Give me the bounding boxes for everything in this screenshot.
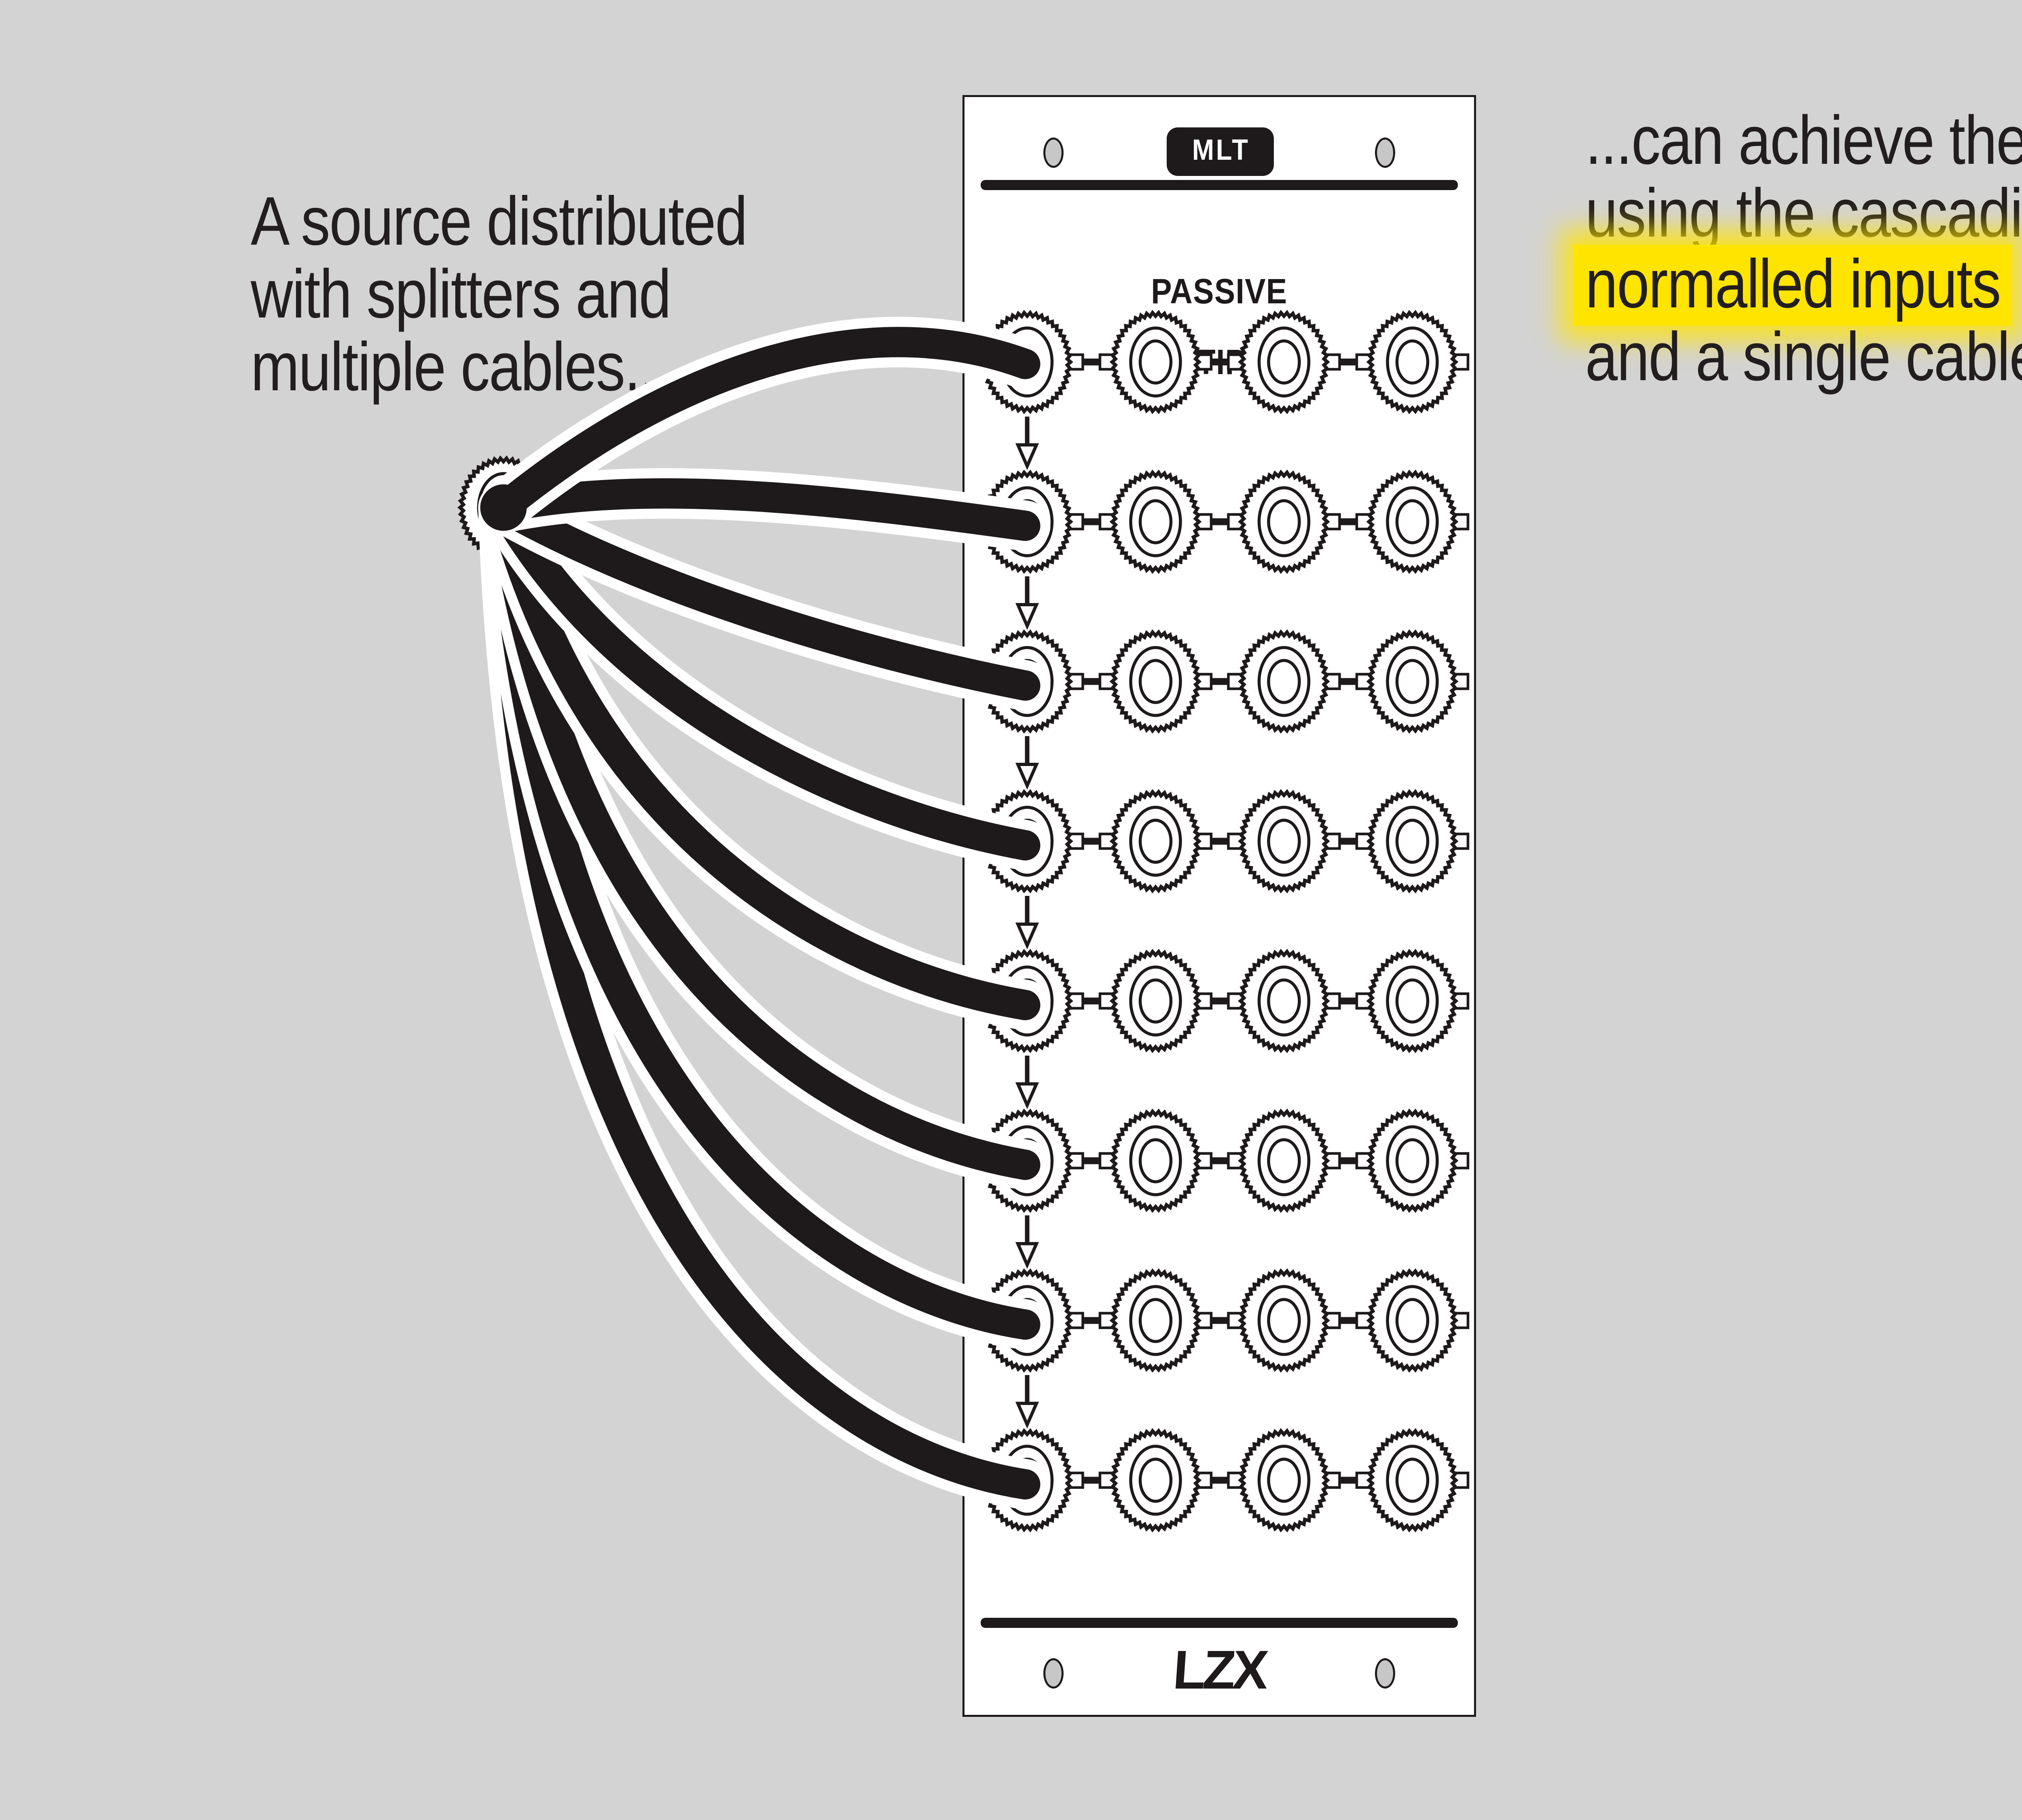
screw-hole — [1375, 1658, 1395, 1689]
jack-socket — [1366, 1268, 1459, 1373]
patch-cable — [478, 482, 1051, 1190]
row-bus-line — [1027, 1317, 1413, 1324]
jack-socket — [981, 1428, 1073, 1532]
highlight-mark: normalled inputs — [1573, 245, 2013, 326]
jack-socket — [1366, 948, 1459, 1054]
jack-socket — [981, 629, 1073, 734]
screw-hole — [1043, 1658, 1064, 1689]
jack-socket — [981, 309, 1073, 415]
caption-left-line3: multiple cables... — [251, 330, 671, 406]
cable-plug-blob — [480, 484, 527, 531]
row-bus-line — [1027, 1157, 1413, 1164]
caption-right-line2: using the cascading — [1585, 175, 2022, 252]
jack-socket — [1109, 1108, 1202, 1213]
jack-socket — [1109, 1428, 1202, 1532]
jack-socket — [981, 1268, 1073, 1373]
jack-socket — [1109, 948, 1202, 1054]
jack-socket — [1366, 1428, 1459, 1532]
source-jack — [457, 455, 550, 560]
jack-socket — [1238, 469, 1330, 574]
screw-hole — [1375, 138, 1395, 168]
jack-socket — [981, 789, 1073, 894]
row-bus-line — [1027, 358, 1413, 366]
normalling-arrow — [1015, 576, 1039, 630]
jack-socket — [1109, 1268, 1202, 1373]
row-bus-line — [1027, 838, 1413, 845]
normalling-arrow — [1015, 895, 1039, 950]
row-bus-line — [1027, 997, 1413, 1005]
brand-logo: LZX — [1171, 1640, 1268, 1701]
module-title-line1: PASSIVE — [1151, 271, 1288, 311]
row-bus-line — [1027, 518, 1413, 525]
jack-socket — [1366, 1108, 1459, 1213]
caption-right-line1: ...can achieve the same result — [1585, 103, 2022, 180]
jack-socket — [981, 948, 1073, 1054]
jack-socket — [1238, 1268, 1330, 1373]
mlt-module-panel-left: MLT PASSIVE MULTIPLES LZX — [962, 95, 1476, 1717]
jack-socket — [1109, 789, 1202, 894]
jack-socket — [1366, 789, 1459, 894]
jack-socket — [1238, 1108, 1330, 1213]
caption-left: A source distributed with splitters and … — [251, 184, 748, 406]
jack-socket — [1109, 469, 1202, 574]
jack-socket — [1366, 469, 1459, 574]
jack-socket — [1238, 629, 1330, 734]
caption-left-line1: A source distributed — [251, 184, 748, 261]
jack-socket — [981, 469, 1073, 574]
caption-right-line4: and a single cable. — [1585, 318, 2022, 396]
normalling-arrow — [1015, 736, 1039, 790]
patch-cable — [478, 482, 1051, 871]
screw-hole — [1043, 138, 1064, 168]
normalling-arrow — [1015, 1375, 1039, 1429]
jack-socket — [1109, 309, 1202, 415]
row-bus-line — [1027, 678, 1413, 685]
jack-socket — [981, 1108, 1073, 1213]
jack-socket — [1238, 789, 1330, 894]
panel-divider-top — [981, 180, 1458, 189]
jack-socket — [1238, 1428, 1330, 1532]
caption-left-line2: with splitters and — [251, 257, 671, 334]
patch-cable — [478, 482, 1051, 1350]
caption-right: ...can achieve the same result using the… — [1573, 103, 2022, 396]
module-badge-label: MLT — [1191, 135, 1249, 168]
jack-socket — [1109, 629, 1202, 734]
jack-socket — [1366, 629, 1459, 734]
jack-socket — [1238, 309, 1330, 415]
patch-cable — [478, 482, 1051, 711]
jack-socket — [1366, 309, 1459, 415]
patch-cable — [478, 482, 1051, 1031]
caption-right-line3: normalled inputs — [1573, 245, 2022, 326]
panel-divider-bottom — [981, 1618, 1458, 1627]
normalling-arrow — [1015, 1215, 1039, 1269]
jack-socket — [1238, 948, 1330, 1054]
module-badge: MLT — [1167, 127, 1274, 176]
jack-grid — [970, 309, 1470, 1532]
normalling-arrow — [1015, 417, 1039, 470]
patch-cable — [478, 468, 1051, 551]
row-bus-line — [1027, 1477, 1413, 1484]
patch-cable — [478, 482, 1051, 1510]
normalling-arrow — [1015, 1055, 1039, 1109]
